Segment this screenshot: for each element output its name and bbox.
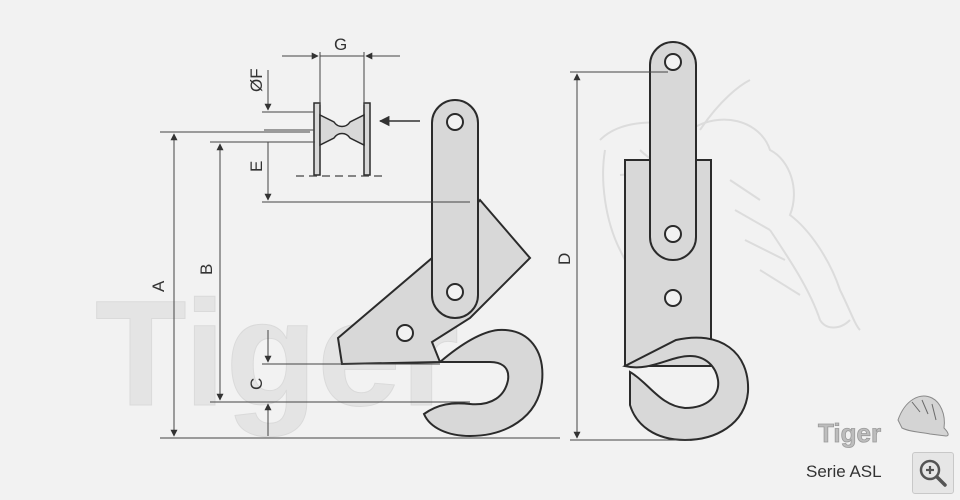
right-hook-curve	[622, 336, 750, 442]
dimension-lines	[160, 52, 690, 441]
left-hook-curve	[422, 328, 544, 438]
right-link-plate	[649, 41, 697, 261]
zoom-in-icon	[919, 459, 947, 487]
roller-detail	[296, 102, 420, 177]
right-link-hole-top	[664, 53, 682, 71]
tiger-logo: Tiger	[818, 395, 949, 448]
left-body-hole	[396, 324, 414, 342]
dim-label-d: D	[555, 253, 574, 265]
dim-label-b: B	[197, 264, 216, 275]
left-link-hole-bottom	[446, 283, 464, 301]
dim-label-f: ØF	[247, 68, 266, 92]
left-hook-assembly	[336, 99, 544, 438]
tiger-logo-text: Tiger	[818, 418, 881, 448]
left-link-plate	[431, 99, 479, 319]
dim-label-c: C	[247, 378, 266, 390]
dim-label-a: A	[149, 280, 168, 292]
left-link-hole-top	[446, 113, 464, 131]
right-hook-assembly	[622, 41, 750, 442]
roller-flange-right	[363, 102, 371, 176]
dim-label-e: E	[247, 161, 266, 172]
right-link-hole-bottom	[664, 225, 682, 243]
roller-body	[319, 113, 365, 147]
right-body-hole	[664, 289, 682, 307]
dim-label-g: G	[334, 35, 347, 54]
series-label: Serie ASL	[806, 462, 882, 481]
roller-flange-left	[313, 102, 321, 176]
zoom-button[interactable]	[912, 452, 954, 494]
